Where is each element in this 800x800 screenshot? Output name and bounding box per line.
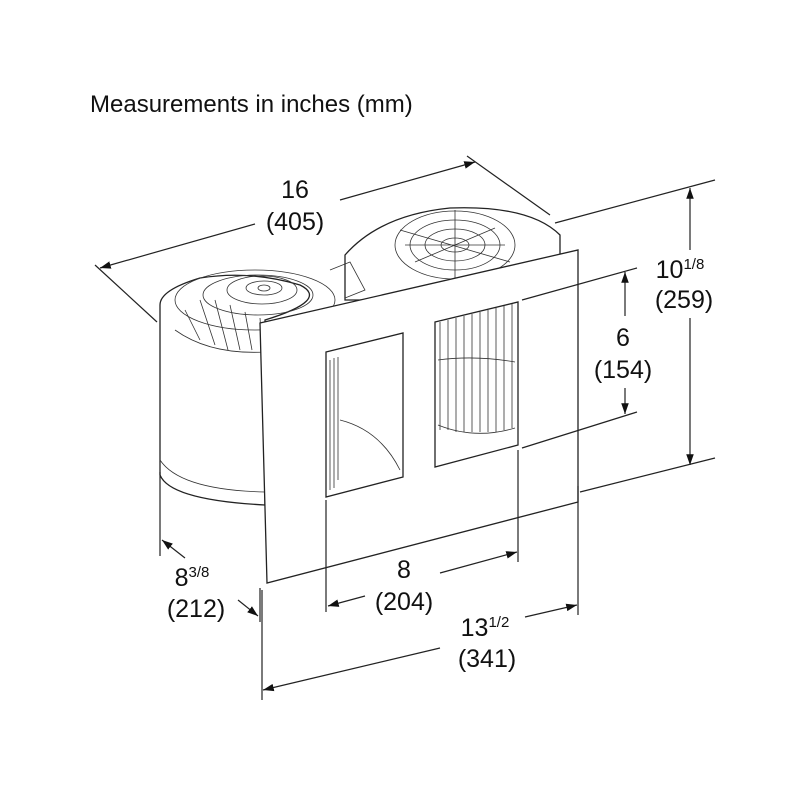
plate-width-inches-frac: 1/2 — [488, 614, 509, 631]
dimension-width: 16 (405) — [94, 155, 551, 323]
svg-text:101/8: 101/8 — [656, 256, 705, 284]
plate-width-mm: (341) — [458, 645, 516, 673]
dimension-opening-width: 8 (204) — [325, 450, 519, 616]
opening-height-inches: 6 — [616, 324, 630, 352]
height-inches-frac: 1/8 — [683, 256, 704, 273]
width-mm: (405) — [266, 208, 324, 236]
depth-inches-frac: 3/8 — [189, 564, 210, 581]
front-mounting-plate — [259, 249, 579, 584]
svg-text:83/8: 83/8 — [175, 564, 210, 592]
height-mm: (259) — [655, 286, 713, 314]
diagram-title: Measurements in inches (mm) — [90, 91, 413, 118]
depth-inches-whole: 8 — [175, 564, 189, 592]
opening-width-mm: (204) — [375, 588, 433, 616]
dimension-depth: 83/8 (212) — [159, 472, 261, 623]
opening-width-inches: 8 — [397, 556, 411, 584]
svg-text:131/2: 131/2 — [461, 614, 510, 642]
blower-unit-illustration — [159, 207, 579, 584]
depth-mm: (212) — [167, 595, 225, 623]
opening-height-mm: (154) — [594, 356, 652, 384]
dimension-plate-width: 131/2 (341) — [261, 486, 579, 700]
plate-width-inches-whole: 13 — [461, 614, 489, 642]
left-blower — [159, 261, 366, 506]
height-inches-whole: 10 — [656, 256, 684, 284]
dimension-height: 101/8 (259) — [554, 179, 716, 493]
width-inches: 16 — [281, 176, 309, 204]
left-opening — [325, 332, 404, 498]
dimension-opening-height: 6 (154) — [521, 267, 652, 449]
right-opening — [434, 301, 519, 468]
